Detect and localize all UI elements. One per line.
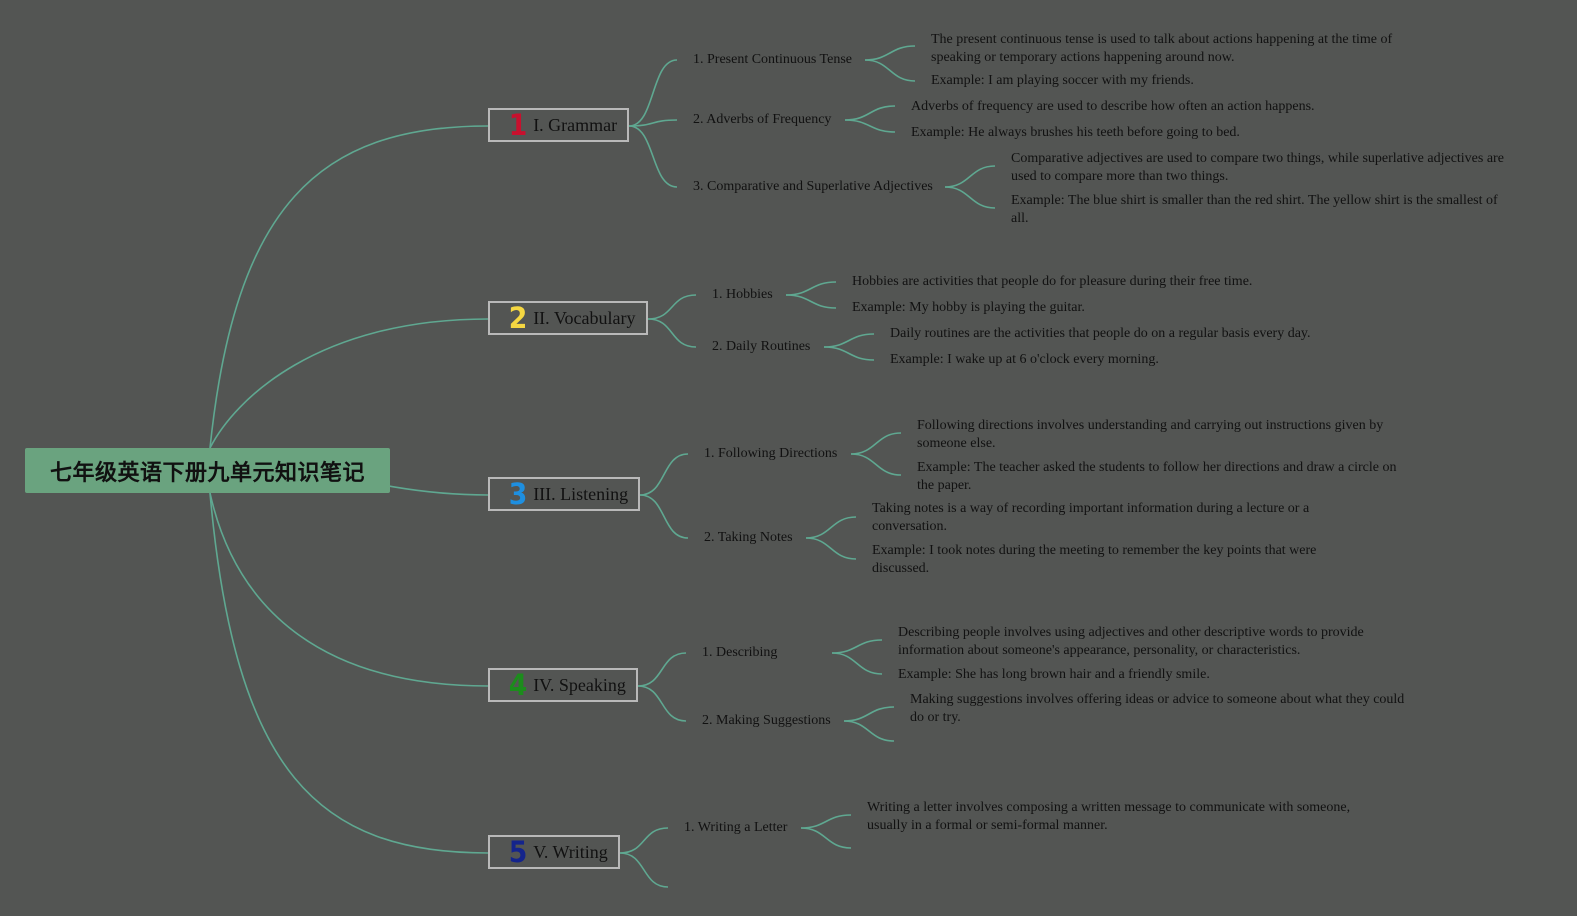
topic-connector [637, 652, 687, 687]
topic-connector [628, 59, 678, 127]
subtopic-2-daily-routines[interactable]: 2. Daily Routines [712, 339, 811, 354]
note-connector [823, 333, 875, 348]
subtopic-1-hobbies[interactable]: 1. Hobbies [712, 287, 773, 302]
note-connector [800, 827, 852, 849]
subtopic-1-writing-a-letter[interactable]: 1. Writing a Letter [684, 820, 788, 835]
note-connector [864, 45, 916, 61]
definition-note: The present continuous tense is used to … [931, 32, 1393, 65]
note-connector [823, 346, 875, 361]
example-note: Example: The blue shirt is smaller than … [1011, 193, 1498, 226]
topic-connector [628, 125, 678, 188]
example-note: Example: The teacher asked the students … [917, 460, 1397, 493]
definition-note: Comparative adjectives are used to compa… [1011, 151, 1504, 184]
definition-note: Describing people involves using adjecti… [898, 625, 1364, 658]
topic-title: III. Listening [533, 483, 629, 504]
definition-note: Daily routines are the activities that p… [890, 326, 1311, 341]
note-connector [800, 814, 852, 829]
topic-connector [639, 453, 689, 496]
note-connector [785, 281, 837, 296]
topic-title: II. Vocabulary [533, 307, 636, 328]
topic-connector [647, 318, 697, 348]
subtopic-1-following-directions[interactable]: 1. Following Directions [704, 446, 838, 461]
root-connector [209, 492, 489, 854]
topic-connector [628, 119, 678, 127]
note-connector [850, 432, 902, 455]
root-connector [209, 125, 489, 449]
note-connector [843, 706, 895, 722]
subtopic-2-taking-notes[interactable]: 2. Taking Notes [704, 530, 793, 545]
example-note: Example: I wake up at 6 o'clock every mo… [890, 352, 1159, 367]
subtopic-2-adverbs-of-frequency[interactable]: 2. Adverbs of Frequency [693, 112, 832, 127]
example-note: Example: I took notes during the meeting… [872, 543, 1317, 576]
note-connector [831, 652, 883, 675]
example-note: Example: She has long brown hair and a f… [898, 667, 1210, 682]
topic-number-badge: 2 [508, 300, 528, 335]
topic-number-badge: 5 [508, 834, 528, 869]
note-connector [805, 516, 857, 539]
definition-note: Adverbs of frequency are used to describ… [911, 99, 1315, 114]
note-connector [850, 453, 902, 476]
topic-number-badge: 1 [508, 107, 528, 142]
topic-connector [639, 494, 689, 539]
note-connector [864, 59, 916, 82]
topic-connector [619, 827, 669, 854]
subtopic-1-present-continuous-tense[interactable]: 1. Present Continuous Tense [693, 52, 852, 67]
note-connector [831, 639, 883, 654]
note-connector [805, 537, 857, 560]
topic-connector [637, 685, 687, 722]
note-connector [944, 186, 996, 209]
subtopic-2-making-suggestions[interactable]: 2. Making Suggestions [702, 713, 831, 728]
topic-title: IV. Speaking [533, 674, 626, 695]
definition-note: Taking notes is a way of recording impor… [872, 501, 1310, 534]
example-note: Example: I am playing soccer with my fri… [931, 73, 1194, 88]
topic-title: I. Grammar [533, 114, 618, 135]
root-node[interactable]: 七年级英语下册九单元知识笔记 [25, 448, 390, 493]
definition-note: Hobbies are activities that people do fo… [852, 274, 1253, 289]
root-connector [209, 492, 489, 687]
topic-title: V. Writing [533, 841, 608, 862]
note-connector [944, 165, 996, 188]
example-note: Example: My hobby is playing the guitar. [852, 300, 1085, 315]
example-note: Example: He always brushes his teeth bef… [911, 125, 1240, 140]
topic-connector [647, 294, 697, 320]
topic-number-badge: 3 [508, 476, 528, 511]
note-connector [785, 294, 837, 309]
note-connector [843, 720, 895, 742]
definition-note: Following directions involves understand… [917, 418, 1384, 451]
subtopic-1-describing[interactable]: 1. Describing [702, 645, 778, 660]
root-connector [209, 318, 489, 449]
note-connector [844, 119, 896, 133]
topic-connector [619, 852, 669, 888]
topic-number-badge: 4 [508, 667, 528, 702]
subtopic-3-comparative-and-superlative-adjectives[interactable]: 3. Comparative and Superlative Adjective… [693, 179, 933, 194]
definition-note: Writing a letter involves composing a wr… [867, 800, 1351, 833]
note-connector [844, 105, 896, 121]
definition-note: Making suggestions involves offering ide… [910, 692, 1405, 725]
